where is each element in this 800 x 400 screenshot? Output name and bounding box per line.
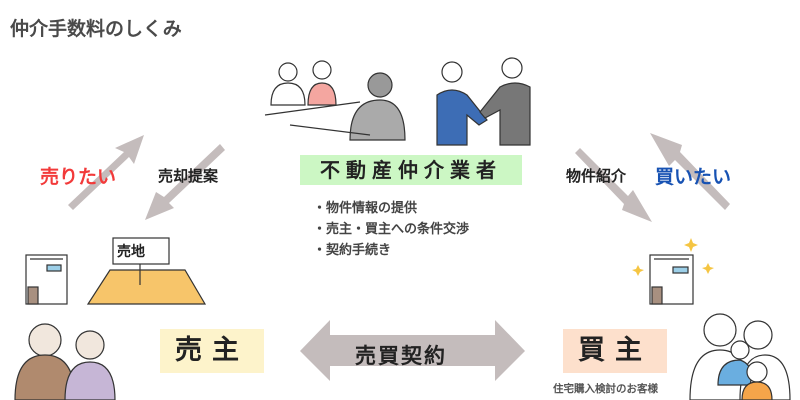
arrow-seller-to-agent xyxy=(68,135,144,210)
arrow-buyer-to-agent xyxy=(650,133,730,210)
property-intro-label: 物件紹介 xyxy=(566,167,627,185)
seller-label-box: 売主 xyxy=(160,329,264,373)
double-arrow-contract xyxy=(300,320,525,381)
want-to-sell-label: 売りたい xyxy=(40,166,117,188)
agent-label-box: 不動産仲介業者 xyxy=(300,155,522,185)
service-item: ・物件情報の提供 xyxy=(313,201,418,216)
sale-proposal-label: 売却提案 xyxy=(158,167,219,185)
house-icon-buyer xyxy=(649,254,694,305)
buyer-family-illustration xyxy=(689,313,791,400)
buyer-caption: 住宅購入検討のお客様 xyxy=(553,383,658,395)
want-to-buy-label: 買いたい xyxy=(655,166,732,188)
meeting-illustration xyxy=(264,60,406,141)
sales-contract-label: 売買契約 xyxy=(355,344,447,368)
land-sign-text: 売地 xyxy=(117,244,145,260)
seller-couple-illustration xyxy=(14,323,116,400)
house-icon-seller xyxy=(25,254,68,305)
service-item: ・契約手続き xyxy=(313,243,392,258)
arrow-agent-to-buyer xyxy=(575,148,652,222)
buyer-label-box: 買主 xyxy=(563,329,667,373)
service-item: ・売主・買主への条件交渉 xyxy=(313,222,470,237)
handshake-illustration xyxy=(436,57,531,146)
agent-services-list: ・物件情報の提供 ・売主・買主への条件交渉 ・契約手続き xyxy=(313,198,469,261)
sparkle-icons xyxy=(632,238,714,276)
land-for-sale-icon xyxy=(86,237,207,305)
arrow-agent-to-seller xyxy=(145,144,225,220)
page-title: 仲介手数料のしくみ xyxy=(10,18,182,40)
